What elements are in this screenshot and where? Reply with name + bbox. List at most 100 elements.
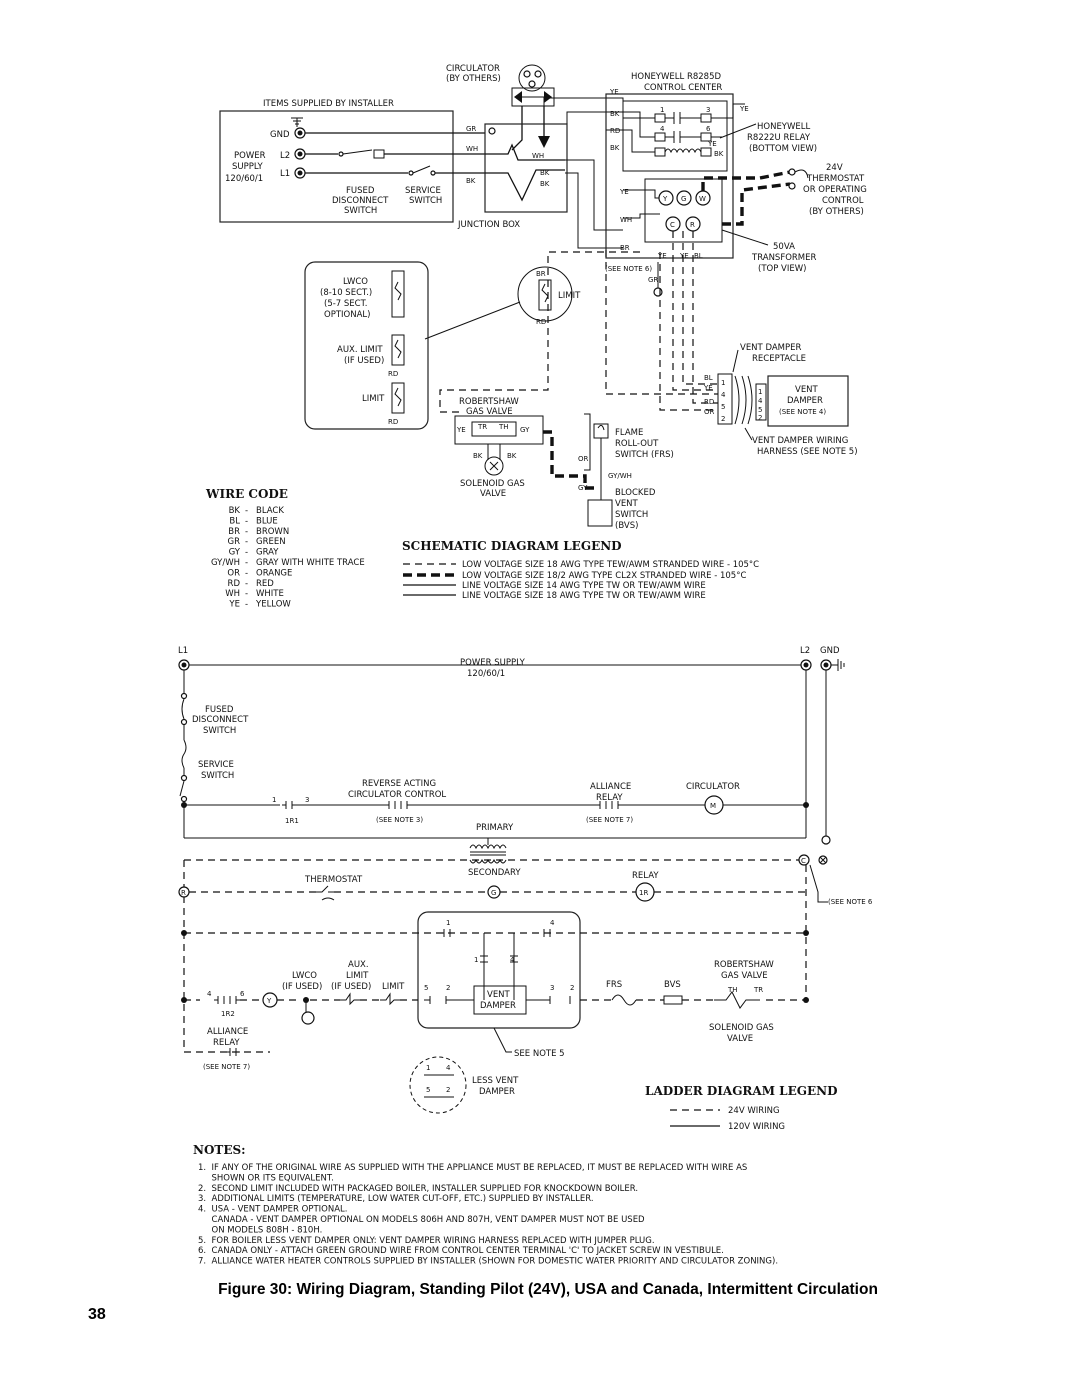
svg-text:DISCONNECT: DISCONNECT: [332, 196, 389, 206]
wire-label-wh-2: WH: [532, 152, 544, 160]
svg-text:THERMOSTAT: THERMOSTAT: [806, 174, 865, 184]
vd-contact-1: 1: [474, 956, 478, 964]
svg-text:POWER: POWER: [234, 151, 266, 161]
svg-text:REVERSE ACTING: REVERSE ACTING: [362, 779, 436, 789]
secondary-label: SECONDARY: [468, 868, 521, 878]
wire-color-name: ORANGE: [256, 568, 292, 578]
wire-label-ye-1: YE: [609, 88, 619, 96]
svg-text:HARNESS (SEE NOTE 5): HARNESS (SEE NOTE 5): [757, 447, 858, 457]
svg-text:HONEYWELL: HONEYWELL: [757, 122, 811, 132]
legend-item-3: LINE VOLTAGE SIZE 14 AWG TYPE TW OR TEW/…: [462, 581, 706, 591]
ladder-gnd-label: GND: [820, 646, 840, 656]
svg-text:ROLL-OUT: ROLL-OUT: [615, 439, 659, 449]
svg-text:LWCO: LWCO: [292, 971, 317, 981]
wire-code: RD: [228, 579, 241, 589]
wire-label-br-2: BR: [536, 270, 546, 278]
svg-text:AUX.: AUX.: [348, 960, 369, 970]
wire-code-row: BK-BLACK: [229, 506, 285, 516]
wire-label-gr-2: GR: [648, 276, 658, 284]
wire-label-ye-7: YE: [456, 426, 466, 434]
chassis-ground: [653, 287, 663, 297]
wire-label-bk-7: BK: [473, 452, 483, 460]
vd-contact-1-top: 1: [446, 919, 450, 927]
primary-label: PRIMARY: [476, 823, 514, 833]
svg-text:120/60/1: 120/60/1: [467, 669, 505, 679]
damper-pin-5: 5: [758, 406, 762, 414]
ladder-aux-limit-label: AUX. LIMIT (IF USED): [331, 960, 371, 992]
circulator-motor-label: M: [710, 802, 716, 810]
wire-code-title: WIRE CODE: [205, 487, 288, 501]
term-y: Y: [662, 195, 668, 203]
l2-label: L2: [280, 151, 290, 161]
blocked-vent-label: BLOCKED VENT SWITCH (BVS): [615, 488, 656, 531]
svg-text:50VA: 50VA: [773, 242, 795, 252]
circulator-icon: [511, 64, 555, 107]
wire-code-row: GR-GREEN: [228, 537, 286, 547]
vent-receptacle-label: VENT DAMPER RECEPTACLE: [732, 343, 806, 373]
wire-code-dash: -: [245, 558, 248, 568]
alliance-relay-bottom-label: ALLIANCE RELAY: [207, 1027, 248, 1048]
damper-pin-2: 2: [758, 414, 762, 422]
plug-pin-4: 4: [446, 1064, 451, 1072]
relay-pin-4: 4: [660, 125, 665, 133]
vd-contact-4: 4: [510, 956, 515, 964]
ladder-power-supply-label: POWER SUPPLY 120/60/1: [460, 658, 526, 679]
rung-6-label: 6: [240, 990, 245, 998]
ladder-bvs-label: BVS: [664, 980, 681, 990]
ladder-fused-label: FUSED DISCONNECT SWITCH: [192, 705, 249, 736]
legend-item-4: LINE VOLTAGE SIZE 18 AWG TYPE TW OR TEW/…: [462, 591, 706, 601]
wire-color-name: GRAY: [256, 548, 279, 558]
solenoid-icon: [484, 456, 504, 476]
svg-text:DAMPER: DAMPER: [787, 396, 823, 406]
wire-code-row: YE-YELLOW: [228, 600, 291, 610]
wire-code: BL: [229, 516, 240, 526]
ground-icon: [291, 117, 303, 127]
wire-label-gy-1: GY: [520, 426, 530, 434]
svg-text:ROBERTSHAW: ROBERTSHAW: [714, 960, 774, 970]
lwco-probe-icon: [301, 1011, 315, 1025]
vd-contact-4-top: 4: [550, 919, 555, 927]
limit-inset: [517, 266, 573, 322]
wire-code-dash: -: [245, 516, 248, 526]
note-line: 7. ALLIANCE WATER HEATER CONTROLS SUPPLI…: [198, 1257, 778, 1267]
wire-code-table: WIRE CODE BK-BLACKBL-BLUEBR-BROWNGR-GREE…: [205, 487, 365, 610]
bvs-switch: [587, 499, 613, 527]
svg-text:OR OPERATING: OR OPERATING: [803, 185, 867, 195]
ladder-thermostat-label: THERMOSTAT: [304, 875, 363, 885]
svg-text:(IF USED): (IF USED): [331, 982, 371, 992]
svg-text:(8-10 SECT.): (8-10 SECT.): [320, 288, 372, 298]
svg-text:CONTROL CENTER: CONTROL CENTER: [644, 83, 722, 93]
wire-label-bk: BK: [466, 177, 476, 185]
wire-code: OR: [227, 568, 240, 578]
term-c: C: [670, 221, 675, 229]
svg-text:ROBERTSHAW: ROBERTSHAW: [459, 397, 519, 407]
vd-motor-label: VENT DAMPER: [480, 990, 516, 1011]
rung1-contact-3: 3: [305, 796, 309, 804]
bvs-symbol: [663, 995, 683, 1005]
term-w: W: [699, 195, 706, 203]
wire-label-rd-3: RD: [388, 370, 398, 378]
vent-damper-label: VENT DAMPER (SEE NOTE 4): [779, 385, 826, 416]
svg-text:(TOP VIEW): (TOP VIEW): [758, 264, 806, 274]
gv-th: TH: [498, 423, 509, 431]
ladder-service-label: SERVICE SWITCH: [198, 760, 234, 781]
wire-code-dash: -: [245, 548, 248, 558]
svg-text:POWER SUPPLY: POWER SUPPLY: [460, 658, 526, 668]
ladder-legend-title: LADDER DIAGRAM LEGEND: [645, 1084, 838, 1098]
term-g: G: [681, 195, 686, 203]
svg-text:SWITCH: SWITCH: [203, 726, 236, 736]
recept-pin-2: 2: [721, 415, 725, 423]
wire-code-row: OR-ORANGE: [227, 568, 292, 578]
vent-damper-box: [767, 375, 849, 427]
wire-code-row: GY/WH-GRAY WITH WHITE TRACE: [211, 558, 365, 568]
rung1-contact-1: 1: [272, 796, 276, 804]
svg-text:R8222U RELAY: R8222U RELAY: [747, 133, 811, 143]
svg-text:SWITCH: SWITCH: [344, 206, 377, 216]
rung-4-label: 4: [207, 990, 212, 998]
svg-text:24V: 24V: [826, 163, 843, 173]
note-line: CANADA - VENT DAMPER OPTIONAL ON MODELS …: [198, 1215, 645, 1225]
ladder-r-label: R: [181, 889, 186, 897]
transformer-label: 50VA TRANSFORMER (TOP VIEW): [721, 229, 817, 274]
wire-code-row: WH-WHITE: [225, 589, 284, 599]
svg-text:(BY OTHERS): (BY OTHERS): [809, 207, 864, 217]
